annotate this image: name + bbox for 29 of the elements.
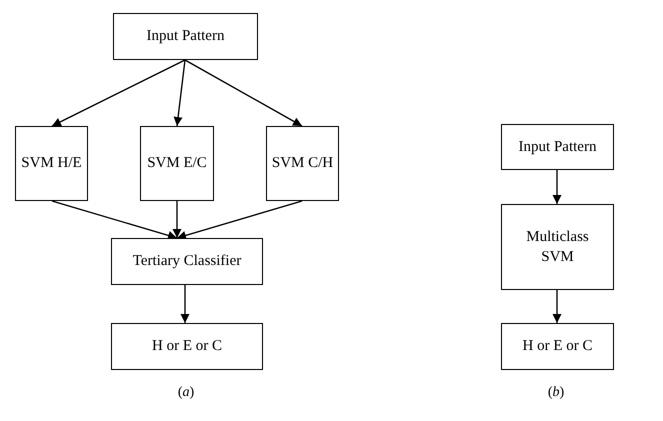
process-box bbox=[501, 124, 614, 170]
arrow bbox=[172, 201, 182, 238]
process-box bbox=[501, 204, 614, 290]
process-box bbox=[266, 126, 339, 201]
arrow bbox=[52, 59, 186, 127]
arrow bbox=[52, 200, 178, 240]
box-label: Input Pattern bbox=[518, 138, 598, 157]
panel-label: (b) bbox=[548, 385, 564, 401]
process-box bbox=[15, 126, 88, 201]
box-label: SVM C/H bbox=[270, 154, 334, 174]
process-box bbox=[140, 126, 214, 201]
box-label: Input Pattern bbox=[146, 27, 226, 46]
process-box bbox=[111, 238, 263, 285]
panel-label: (a) bbox=[178, 385, 194, 401]
arrow bbox=[552, 170, 562, 204]
arrow bbox=[552, 290, 562, 323]
arrow bbox=[180, 285, 190, 323]
box-label: H or E or C bbox=[522, 337, 594, 356]
process-box bbox=[501, 323, 614, 370]
box-label: H or E or C bbox=[151, 337, 223, 356]
box-label: Multiclass SVM bbox=[525, 228, 590, 267]
process-box bbox=[111, 323, 263, 370]
arrow bbox=[184, 59, 302, 127]
box-label: Tertiary Classifier bbox=[132, 252, 242, 272]
arrow bbox=[174, 60, 186, 126]
process-box bbox=[113, 13, 258, 60]
arrow bbox=[176, 200, 302, 240]
box-label: SVM H/E bbox=[20, 154, 83, 174]
box-label: SVM E/C bbox=[146, 154, 208, 174]
